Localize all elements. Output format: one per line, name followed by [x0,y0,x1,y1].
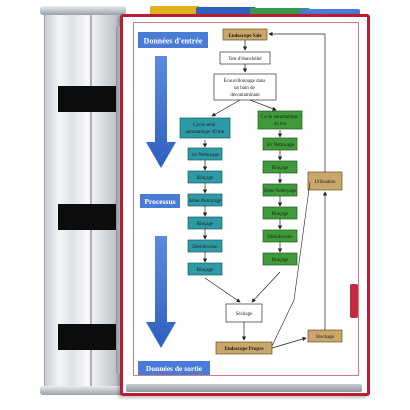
leak-test-label: Test d'étanchéité [228,57,262,62]
panel-hinge[interactable] [116,26,123,374]
panel-clip[interactable] [350,284,358,318]
down-arrow-top [146,56,176,168]
right-step-label: Désinfection [267,235,293,240]
brushing-label: Écouvillonnage dans un bain de décontami… [223,78,266,98]
input-data-box [138,32,208,48]
left-step-label: 2ème Nettoyage [189,199,222,204]
start-label: Endoscope Sale [228,34,262,39]
right-step-label: Rinçage [272,212,289,217]
drying-label: Séchage [236,312,253,317]
cycle-right-label: Cycle automatique 44 mn [261,115,300,127]
rail-top-cap [40,6,126,15]
left-step-label: Rinçage [197,222,214,227]
return-line [271,181,311,347]
rail-tape-2 [58,204,124,230]
left-step-label: Rinçage [197,268,214,273]
loop-back-line [268,31,326,172]
right-step-label: Rinçage [272,166,289,171]
cycle-left-box [179,117,231,139]
process-box [140,194,180,208]
right-step-label: 1er Nettoyage [266,143,295,148]
panel-base [126,384,362,392]
right-step-label: 2ème Nettoyage [264,189,297,194]
storage-label: Stockage [316,335,335,340]
cycle-left-label: Cycle semi automatique 40 mn [186,123,225,135]
input-data-label: Données d'entrée [144,37,203,46]
right-step-label: Rinçage [272,258,289,263]
rail-tape-3 [58,324,124,350]
rail-groove [90,14,92,386]
clean-label: Endoscope Propre [224,347,264,352]
use-label: Utilisation [314,180,336,185]
cycle-right-box [257,110,303,130]
rail-bottom-cap [40,386,126,395]
left-step-label: 1er Nettoyage [191,153,220,158]
right-step-box [262,252,298,266]
output-data-box [138,361,210,375]
down-arrow-bottom [146,236,176,348]
rail-tape-1 [58,86,124,112]
left-step-label: Rinçage [197,176,214,181]
brushing-box [213,73,277,101]
left-step-box [187,262,223,276]
left-step-label: Désinfection [192,245,218,250]
output-data-label: Données de sortie [146,364,203,373]
process-label: Processus [144,197,175,206]
